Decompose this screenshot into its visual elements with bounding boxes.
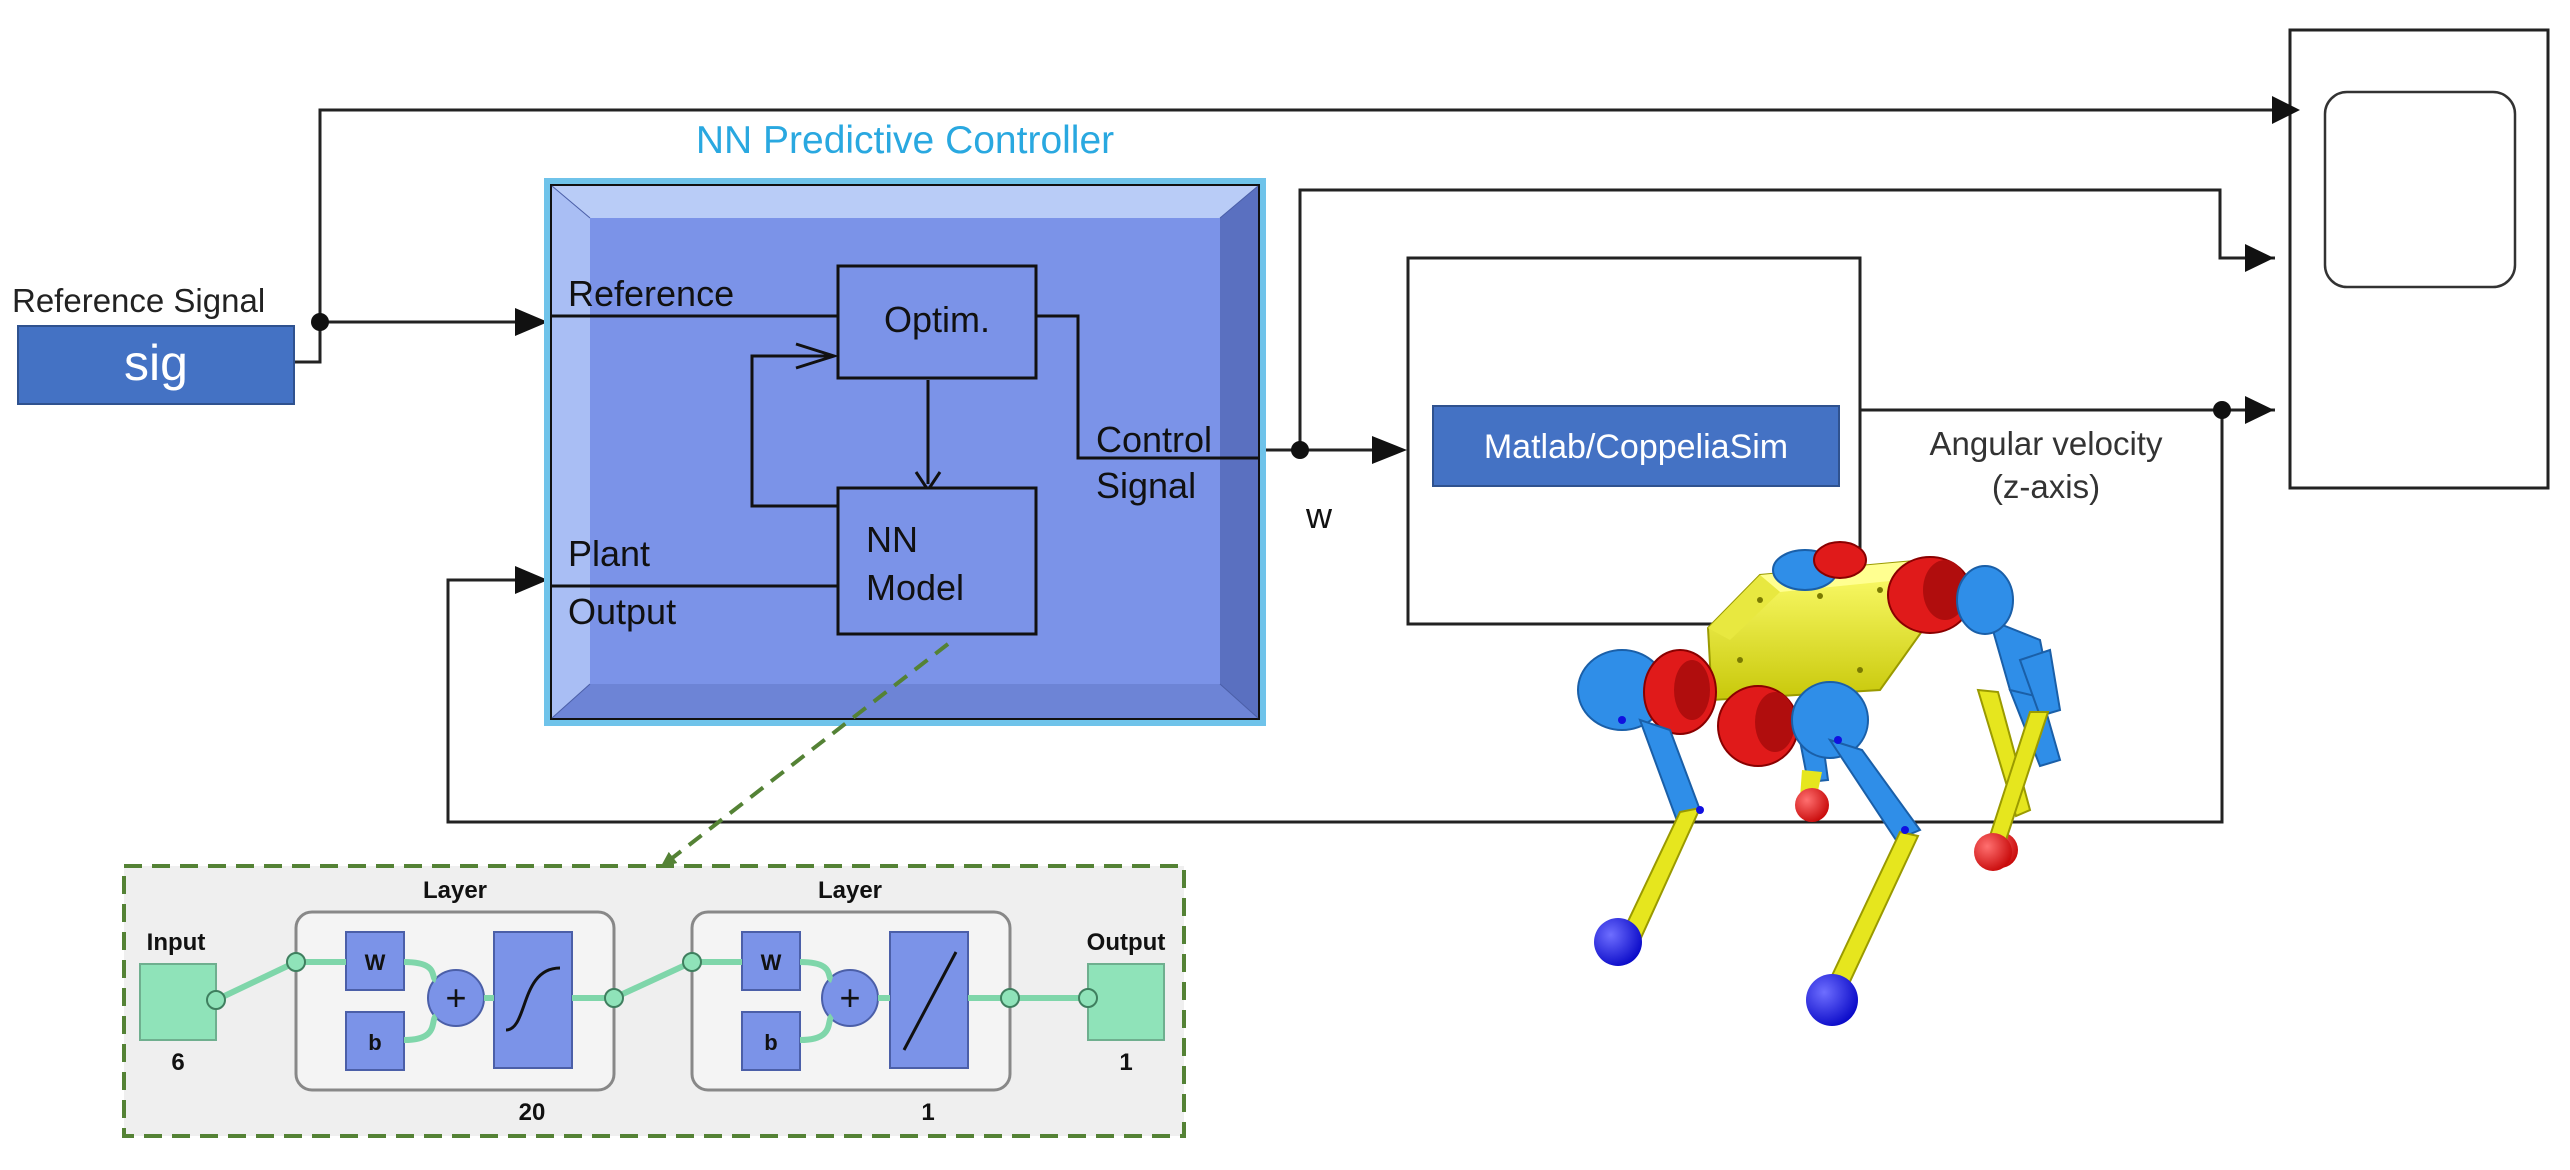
reference-port-label: Reference <box>568 273 734 314</box>
sig-block-label: sig <box>124 335 188 391</box>
junction-dots <box>311 313 2231 459</box>
nn-output-node <box>1087 963 1165 1041</box>
plant-block-label: Matlab/CoppeliaSim <box>1484 428 1788 466</box>
nn-output-layer-title: Layer <box>818 877 882 904</box>
sig-block[interactable]: sig <box>17 325 295 405</box>
plant-output-port-label-line1: Plant <box>568 533 650 574</box>
nn-hidden-sum-symbol: + <box>445 977 466 1018</box>
nn-hidden-bias-label: b <box>368 1030 381 1055</box>
feedback-wire <box>446 410 2224 824</box>
nn-model-label-line1: NN <box>866 519 918 560</box>
tansig-icon <box>505 966 561 1032</box>
nn-output-layer-size: 1 <box>921 1099 934 1126</box>
signal-wires <box>290 108 2275 824</box>
nn-connection-nodes <box>206 952 1098 1010</box>
nn-model-label-line2: Model <box>866 567 964 608</box>
nn-hidden-layer-size: 20 <box>519 1099 546 1126</box>
control-signal-symbol: w <box>1305 495 1333 536</box>
nn-model-detail-pointer <box>660 642 950 868</box>
nn-output-label: Output <box>1087 929 1166 956</box>
optim-label: Optim. <box>884 299 990 340</box>
nn-architecture-panel: Input 6 Layer W b + 20 Layer W b + 1 Out… <box>122 864 1186 1138</box>
nn-input-label: Input <box>147 929 206 956</box>
nn-hidden-activation-box <box>493 931 573 1069</box>
nn-predictive-controller-block[interactable] <box>544 178 1266 726</box>
nn-output-bias-label: b <box>764 1030 777 1055</box>
reference-to-scope-wire <box>318 108 2275 322</box>
optim-block[interactable]: Optim. <box>836 264 1038 380</box>
plant-output-port-label-line2: Output <box>568 591 676 632</box>
arrowheads <box>515 96 2300 594</box>
control-signal-to-scope-wire <box>1298 188 2275 450</box>
angular-velocity-label-line2: (z-axis) <box>1992 468 2100 505</box>
nn-output-sum-symbol: + <box>839 977 860 1018</box>
nn-output-size: 1 <box>1119 1049 1132 1076</box>
controller-internal-wires <box>552 314 1260 588</box>
reference-signal-caption: Reference Signal <box>12 282 265 319</box>
quadruped-robot-icon <box>1577 541 2062 1026</box>
nn-output-weight-box <box>741 931 801 991</box>
control-signal-port-label-line2: Signal <box>1096 465 1196 506</box>
nn-output-bias-box <box>741 1011 801 1071</box>
nn-input-node <box>139 963 217 1041</box>
scope-block <box>2288 28 2550 490</box>
control-signal-port-label-line1: Control <box>1096 419 1212 460</box>
angular-velocity-label-line1: Angular velocity <box>1930 425 2163 462</box>
nn-model-block[interactable]: NN Model <box>836 486 1038 636</box>
controller-title: NN Predictive Controller <box>696 119 1114 162</box>
purelin-icon <box>902 951 958 1051</box>
nn-output-weight-label: W <box>761 950 782 975</box>
nn-hidden-bias-box <box>345 1011 405 1071</box>
nn-hidden-layer-title: Layer <box>423 877 487 904</box>
nn-hidden-weight-box <box>345 931 405 991</box>
nn-hidden-weight-label: W <box>365 950 386 975</box>
nn-input-size: 6 <box>171 1049 184 1076</box>
